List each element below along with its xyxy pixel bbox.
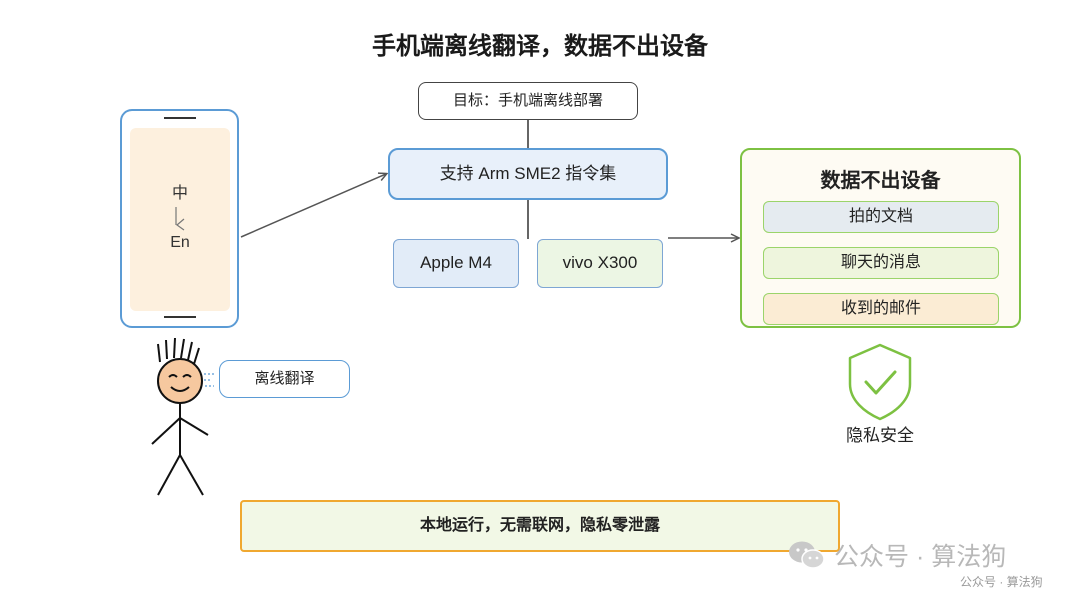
arm-sme2-box: 支持 Arm SME2 指令集 bbox=[388, 148, 668, 200]
diagram-title: 手机端离线翻译，数据不出设备 bbox=[372, 33, 708, 60]
summary-banner: 本地运行，无需联网，隐私零泄露 bbox=[240, 500, 840, 552]
device-vivo-x300: vivo X300 bbox=[537, 239, 663, 288]
watermark-small: 公众号 · 算法狗 bbox=[960, 575, 1043, 589]
phone-device: 中 En bbox=[120, 109, 239, 328]
speech-tail bbox=[204, 373, 214, 387]
panel-title: 数据不出设备 bbox=[820, 170, 941, 192]
watermark-main: 公众号 · 算法狗 bbox=[788, 537, 1006, 577]
wechat-icon bbox=[788, 540, 826, 577]
privacy-label: 隐私安全 bbox=[846, 426, 914, 445]
target-language-label: En bbox=[170, 234, 190, 251]
panel-item-messages: 聊天的消息 bbox=[763, 247, 999, 279]
speech-bubble: 离线翻译 bbox=[219, 360, 350, 398]
phone-screen: 中 En bbox=[130, 128, 230, 311]
source-language-label: 中 bbox=[171, 185, 188, 202]
data-stays-on-device-panel: 数据不出设备 拍的文档 聊天的消息 收到的邮件 bbox=[740, 148, 1021, 328]
phone-top-bar bbox=[164, 117, 196, 119]
device-apple-m4: Apple M4 bbox=[393, 239, 519, 288]
panel-item-documents: 拍的文档 bbox=[763, 201, 999, 233]
goal-box: 目标：手机端离线部署 bbox=[418, 82, 638, 120]
phone-to-arm-arrow bbox=[240, 174, 386, 238]
shield-check-icon bbox=[838, 342, 922, 422]
translate-arrow-icon bbox=[175, 207, 185, 231]
phone-bottom-bar bbox=[164, 316, 196, 318]
stick-figure bbox=[151, 337, 209, 496]
panel-item-emails: 收到的邮件 bbox=[763, 293, 999, 325]
watermark-main-text: 公众号 · 算法狗 bbox=[834, 543, 1007, 571]
